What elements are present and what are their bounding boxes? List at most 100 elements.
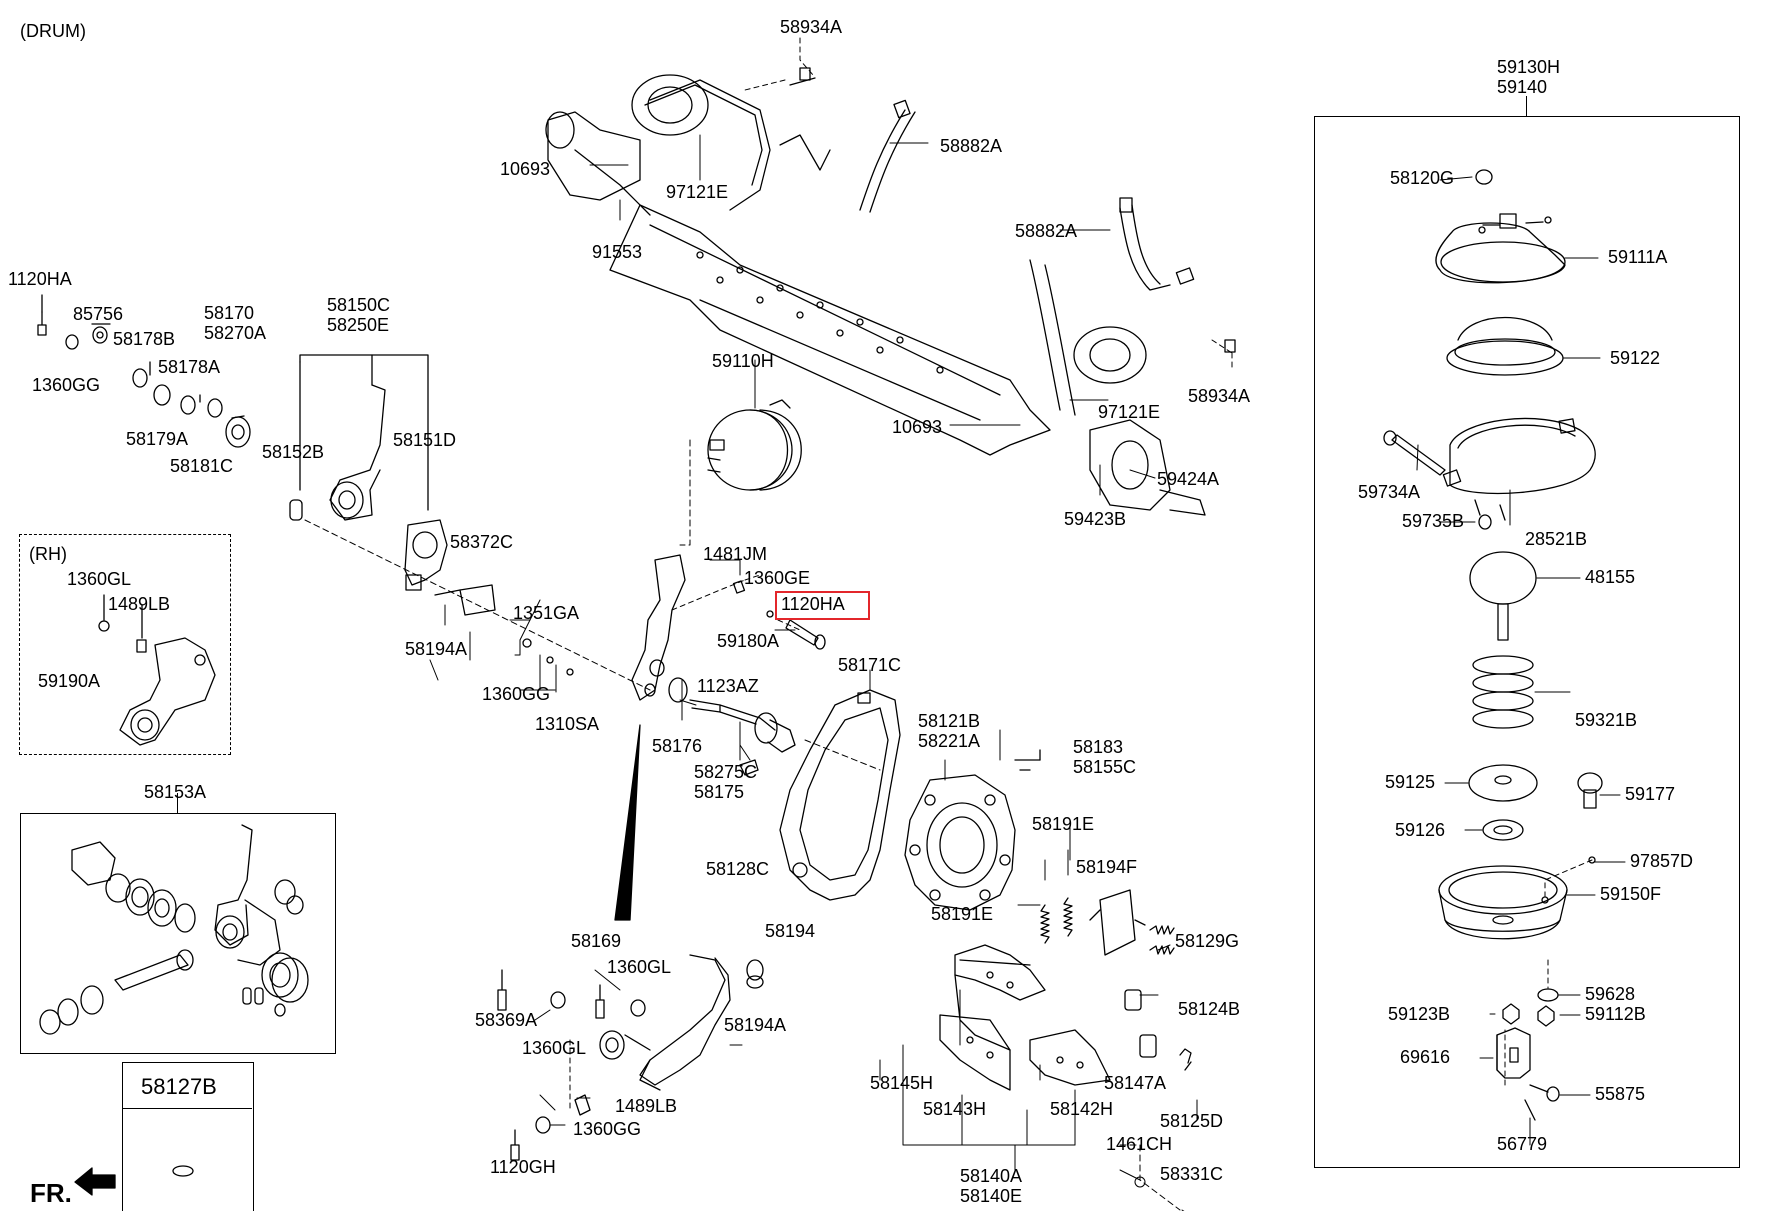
part-label[interactable]: 1360GL	[607, 957, 672, 977]
top-knuckle-assembly	[545, 67, 916, 216]
return-springs	[1040, 849, 1175, 956]
part-label[interactable]: 58140E	[960, 1186, 1023, 1206]
part-label[interactable]: 10693	[500, 159, 551, 179]
part-label[interactable]: 58145H	[870, 1073, 934, 1093]
part-label[interactable]: 56779	[1497, 1134, 1548, 1154]
part-label[interactable]: 58125D	[1160, 1111, 1224, 1131]
part-label[interactable]: 28521B	[1525, 529, 1588, 549]
part-label[interactable]: 58143H	[923, 1099, 987, 1119]
part-label[interactable]: 59130H	[1497, 57, 1561, 77]
part-label[interactable]: 97857D	[1630, 851, 1694, 871]
part-label[interactable]: 58152B	[262, 442, 325, 462]
part-label[interactable]: 59628	[1585, 984, 1636, 1004]
part-label[interactable]: 1351GA	[513, 603, 580, 623]
part-label[interactable]: 1489LB	[615, 1096, 678, 1116]
part-label[interactable]: 58179A	[126, 429, 189, 449]
part-label[interactable]: 1360GG	[482, 684, 551, 704]
part-label[interactable]: 58194F	[1076, 857, 1138, 877]
part-label[interactable]: 58178B	[113, 329, 176, 349]
chamber-kit-59130H	[1383, 169, 1626, 1146]
part-label[interactable]: 59122	[1610, 348, 1661, 368]
part-label[interactable]: 58183	[1073, 737, 1124, 757]
part-label[interactable]: 58194	[765, 921, 816, 941]
part-label[interactable]: 91553	[592, 242, 643, 262]
part-label[interactable]: 58221A	[918, 731, 981, 751]
part-label[interactable]: 59150F	[1600, 884, 1662, 904]
part-label[interactable]: 58124B	[1178, 999, 1241, 1019]
part-label[interactable]: 59125	[1385, 772, 1436, 792]
part-label[interactable]: 1120HA	[781, 594, 845, 614]
part-label[interactable]: 1123AZ	[697, 676, 759, 696]
part-label[interactable]: 58934A	[780, 17, 843, 37]
part-label[interactable]: 58270A	[204, 323, 267, 343]
part-label[interactable]: 58178A	[158, 357, 221, 377]
part-label[interactable]: 58191E	[1032, 814, 1095, 834]
part-label[interactable]: 1120HA	[8, 269, 72, 289]
part-label[interactable]: 58882A	[1015, 221, 1078, 241]
part-label[interactable]: 48155	[1585, 567, 1636, 587]
part-label[interactable]: 1360GL	[67, 569, 132, 589]
part-label[interactable]: 58153A	[144, 782, 207, 802]
part-label[interactable]: 58128C	[706, 859, 770, 879]
part-label[interactable]: 59123B	[1388, 1004, 1451, 1024]
part-label[interactable]: 58170	[204, 303, 255, 323]
part-label[interactable]: 58175	[694, 782, 745, 802]
part-label[interactable]: 58934A	[1188, 386, 1251, 406]
part-label[interactable]: 58191E	[931, 904, 994, 924]
rh-note: (RH)	[29, 544, 67, 564]
part-label[interactable]: 85756	[73, 304, 124, 324]
part-label[interactable]: 1461CH	[1106, 1134, 1173, 1154]
part-label[interactable]: 59111A	[1608, 247, 1668, 267]
part-label[interactable]: 97121E	[666, 182, 729, 202]
part-label[interactable]: 97121E	[1098, 402, 1161, 422]
part-label[interactable]: 58176	[652, 736, 703, 756]
part-label[interactable]: 58369A	[475, 1010, 538, 1030]
part-label[interactable]: 58171C	[838, 655, 902, 675]
part-label[interactable]: 10693	[892, 417, 943, 437]
highlight-box-1120HA	[775, 591, 870, 620]
part-label[interactable]: 58275C	[694, 762, 758, 782]
part-label[interactable]: 59190A	[38, 671, 101, 691]
part-label[interactable]: 59423B	[1064, 509, 1127, 529]
part-label[interactable]: 59321B	[1575, 710, 1638, 730]
part-label[interactable]: 59424A	[1157, 469, 1220, 489]
part-label[interactable]: 58250E	[327, 315, 390, 335]
part-label[interactable]: 69616	[1400, 1047, 1451, 1067]
part-label[interactable]: 1360GL	[522, 1038, 587, 1058]
slack-adjuster-58150C	[289, 354, 429, 521]
part-label[interactable]: 59112B	[1585, 1004, 1646, 1024]
part-label[interactable]: 1360GG	[573, 1119, 642, 1139]
part-label[interactable]: 1360GE	[744, 568, 811, 588]
part-label[interactable]: 58127B	[141, 1074, 217, 1099]
part-label[interactable]: 1310SA	[535, 714, 600, 734]
part-label[interactable]: 58140A	[960, 1166, 1023, 1186]
part-label[interactable]: 58331C	[1160, 1164, 1224, 1184]
part-label[interactable]: 59177	[1625, 784, 1676, 804]
part-label[interactable]: 1360GG	[32, 375, 101, 395]
part-label[interactable]: 58121B	[918, 711, 981, 731]
part-label[interactable]: 58151D	[393, 430, 457, 450]
part-label[interactable]: 59734A	[1358, 482, 1421, 502]
part-label[interactable]: 59735B	[1402, 511, 1465, 531]
part-label[interactable]: 55875	[1595, 1084, 1646, 1104]
part-label[interactable]: 58181C	[170, 456, 234, 476]
part-label[interactable]: 59110H	[712, 351, 774, 371]
part-label[interactable]: 59180A	[717, 631, 780, 651]
part-label[interactable]: 58129G	[1175, 931, 1240, 951]
chamber-kit-box	[1314, 116, 1740, 1168]
part-label[interactable]: 59126	[1395, 820, 1446, 840]
part-label[interactable]: 58372C	[450, 532, 514, 552]
part-label[interactable]: 58882A	[940, 136, 1003, 156]
part-label[interactable]: 58169	[571, 931, 622, 951]
part-label[interactable]: 58120G	[1390, 168, 1455, 188]
part-label[interactable]: 58155C	[1073, 757, 1137, 777]
part-label[interactable]: 59140	[1497, 77, 1548, 97]
part-label[interactable]: 58150C	[327, 295, 391, 315]
part-label[interactable]: 58194A	[405, 639, 468, 659]
part-label[interactable]: 58142H	[1050, 1099, 1114, 1119]
part-label[interactable]: 1481JM	[703, 544, 768, 564]
part-label[interactable]: 1120GH	[490, 1157, 556, 1177]
part-label[interactable]: 58194A	[724, 1015, 787, 1035]
part-label[interactable]: 58147A	[1104, 1073, 1167, 1093]
part-label[interactable]: 1489LB	[108, 594, 171, 614]
